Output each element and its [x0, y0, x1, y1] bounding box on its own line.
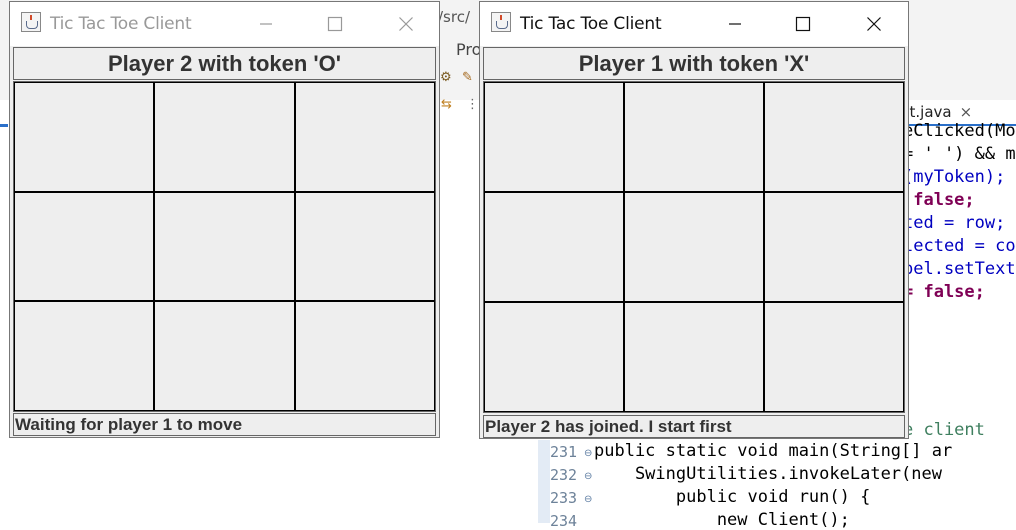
java-app-icon[interactable]: [491, 12, 511, 32]
player-heading: Player 1 with token 'X': [483, 47, 905, 80]
code-line: public void run() {: [594, 487, 870, 507]
code-line: new Client();: [594, 510, 850, 530]
game-window-player2[interactable]: Tic Tac Toe Client Player 2 with token '…: [9, 1, 440, 438]
fold-icon[interactable]: ⊖: [584, 494, 593, 505]
code-line: false;: [903, 190, 975, 210]
minimize-button[interactable]: [243, 6, 289, 42]
board-cell[interactable]: [764, 302, 904, 412]
ide-menu-fragment[interactable]: Pro: [456, 40, 482, 59]
line-number: 234: [550, 512, 578, 530]
window-title: Tic Tac Toe Client: [520, 14, 662, 34]
ide-toolbar-icon[interactable]: ⇆: [441, 97, 452, 112]
board-cell[interactable]: [764, 192, 904, 302]
board-cell[interactable]: [294, 82, 435, 192]
code-line: = ' ') && m: [903, 144, 1016, 164]
title-bar[interactable]: Tic Tac Toe Client: [10, 2, 439, 46]
code-line: (myToken);: [903, 167, 1006, 187]
board-cell[interactable]: [294, 301, 435, 411]
code-line: = false;: [903, 282, 985, 302]
ide-path-fragment: /src/: [438, 8, 471, 26]
board-cell[interactable]: [13, 301, 155, 411]
line-number: 233: [550, 489, 578, 507]
board-cell[interactable]: [484, 82, 624, 192]
maximize-icon: [795, 16, 811, 32]
overview-ruler: [538, 440, 550, 523]
java-app-icon[interactable]: [21, 12, 41, 32]
close-icon: [399, 17, 413, 31]
board-cell[interactable]: [13, 82, 155, 192]
status-message: Player 2 has joined. I start first: [483, 415, 905, 438]
editor-tab-label: nt.java: [900, 103, 952, 121]
window-title: Tic Tac Toe Client: [50, 14, 192, 34]
ide-view-marker: [0, 124, 8, 127]
board-cell[interactable]: [294, 191, 435, 302]
code-line: ted = row;: [903, 213, 1006, 233]
ide-toolbar-icon[interactable]: ⋮: [466, 97, 479, 112]
minimize-icon: [260, 23, 272, 25]
ide-toolbar-icon[interactable]: ⚙: [440, 70, 452, 85]
line-number-gutter: [550, 440, 590, 523]
code-line: lected = co: [903, 236, 1016, 256]
code-line: eClicked(Mo: [903, 121, 1016, 141]
maximize-icon: [327, 16, 343, 32]
title-bar[interactable]: Tic Tac Toe Client: [480, 2, 908, 46]
player-heading: Player 2 with token 'O': [13, 47, 436, 80]
code-line-text: public static void main(String[] ar: [594, 441, 953, 461]
code-line-text: new Client();: [594, 510, 850, 530]
board-cell[interactable]: [764, 82, 904, 192]
board-cell[interactable]: [484, 302, 624, 412]
tab-close-icon[interactable]: ×: [959, 103, 973, 121]
board-cell[interactable]: [624, 82, 764, 192]
board-cell[interactable]: [154, 301, 295, 411]
board-cell[interactable]: [624, 302, 764, 412]
close-button[interactable]: [851, 6, 897, 42]
maximize-button[interactable]: [780, 6, 826, 42]
code-line-text: SwingUtilities.invokeLater(new: [594, 464, 942, 484]
status-message: Waiting for player 1 to move: [13, 413, 436, 436]
close-button[interactable]: [383, 6, 429, 42]
close-icon: [867, 17, 881, 31]
board-cell[interactable]: [13, 191, 155, 302]
code-line-text: = ' ') && m: [903, 144, 1016, 164]
fold-icon[interactable]: ⊖: [584, 471, 593, 482]
editor-tab[interactable]: nt.java ×: [900, 100, 1016, 126]
code-line: bel.setText: [903, 259, 1016, 279]
code-comment: e client: [903, 420, 985, 440]
line-number: 231: [550, 443, 578, 461]
fold-icon[interactable]: ⊖: [584, 448, 593, 459]
board-cell[interactable]: [624, 192, 764, 302]
board-cell[interactable]: [154, 82, 295, 192]
code-line: SwingUtilities.invokeLater(new: [594, 464, 942, 484]
game-board: [13, 81, 436, 412]
ide-toolbar-icon[interactable]: ✎: [462, 70, 473, 85]
board-cell[interactable]: [484, 192, 624, 302]
game-board: [483, 81, 905, 413]
minimize-button[interactable]: [712, 6, 758, 42]
line-number: 232: [550, 466, 578, 484]
board-cell[interactable]: [154, 191, 295, 302]
code-line-text: public void run() {: [594, 487, 871, 507]
code-line: public static void main(String[] ar: [594, 441, 952, 461]
game-window-player1[interactable]: Tic Tac Toe Client Player 1 with token '…: [479, 1, 909, 439]
maximize-button[interactable]: [312, 6, 358, 42]
minimize-icon: [729, 23, 741, 25]
